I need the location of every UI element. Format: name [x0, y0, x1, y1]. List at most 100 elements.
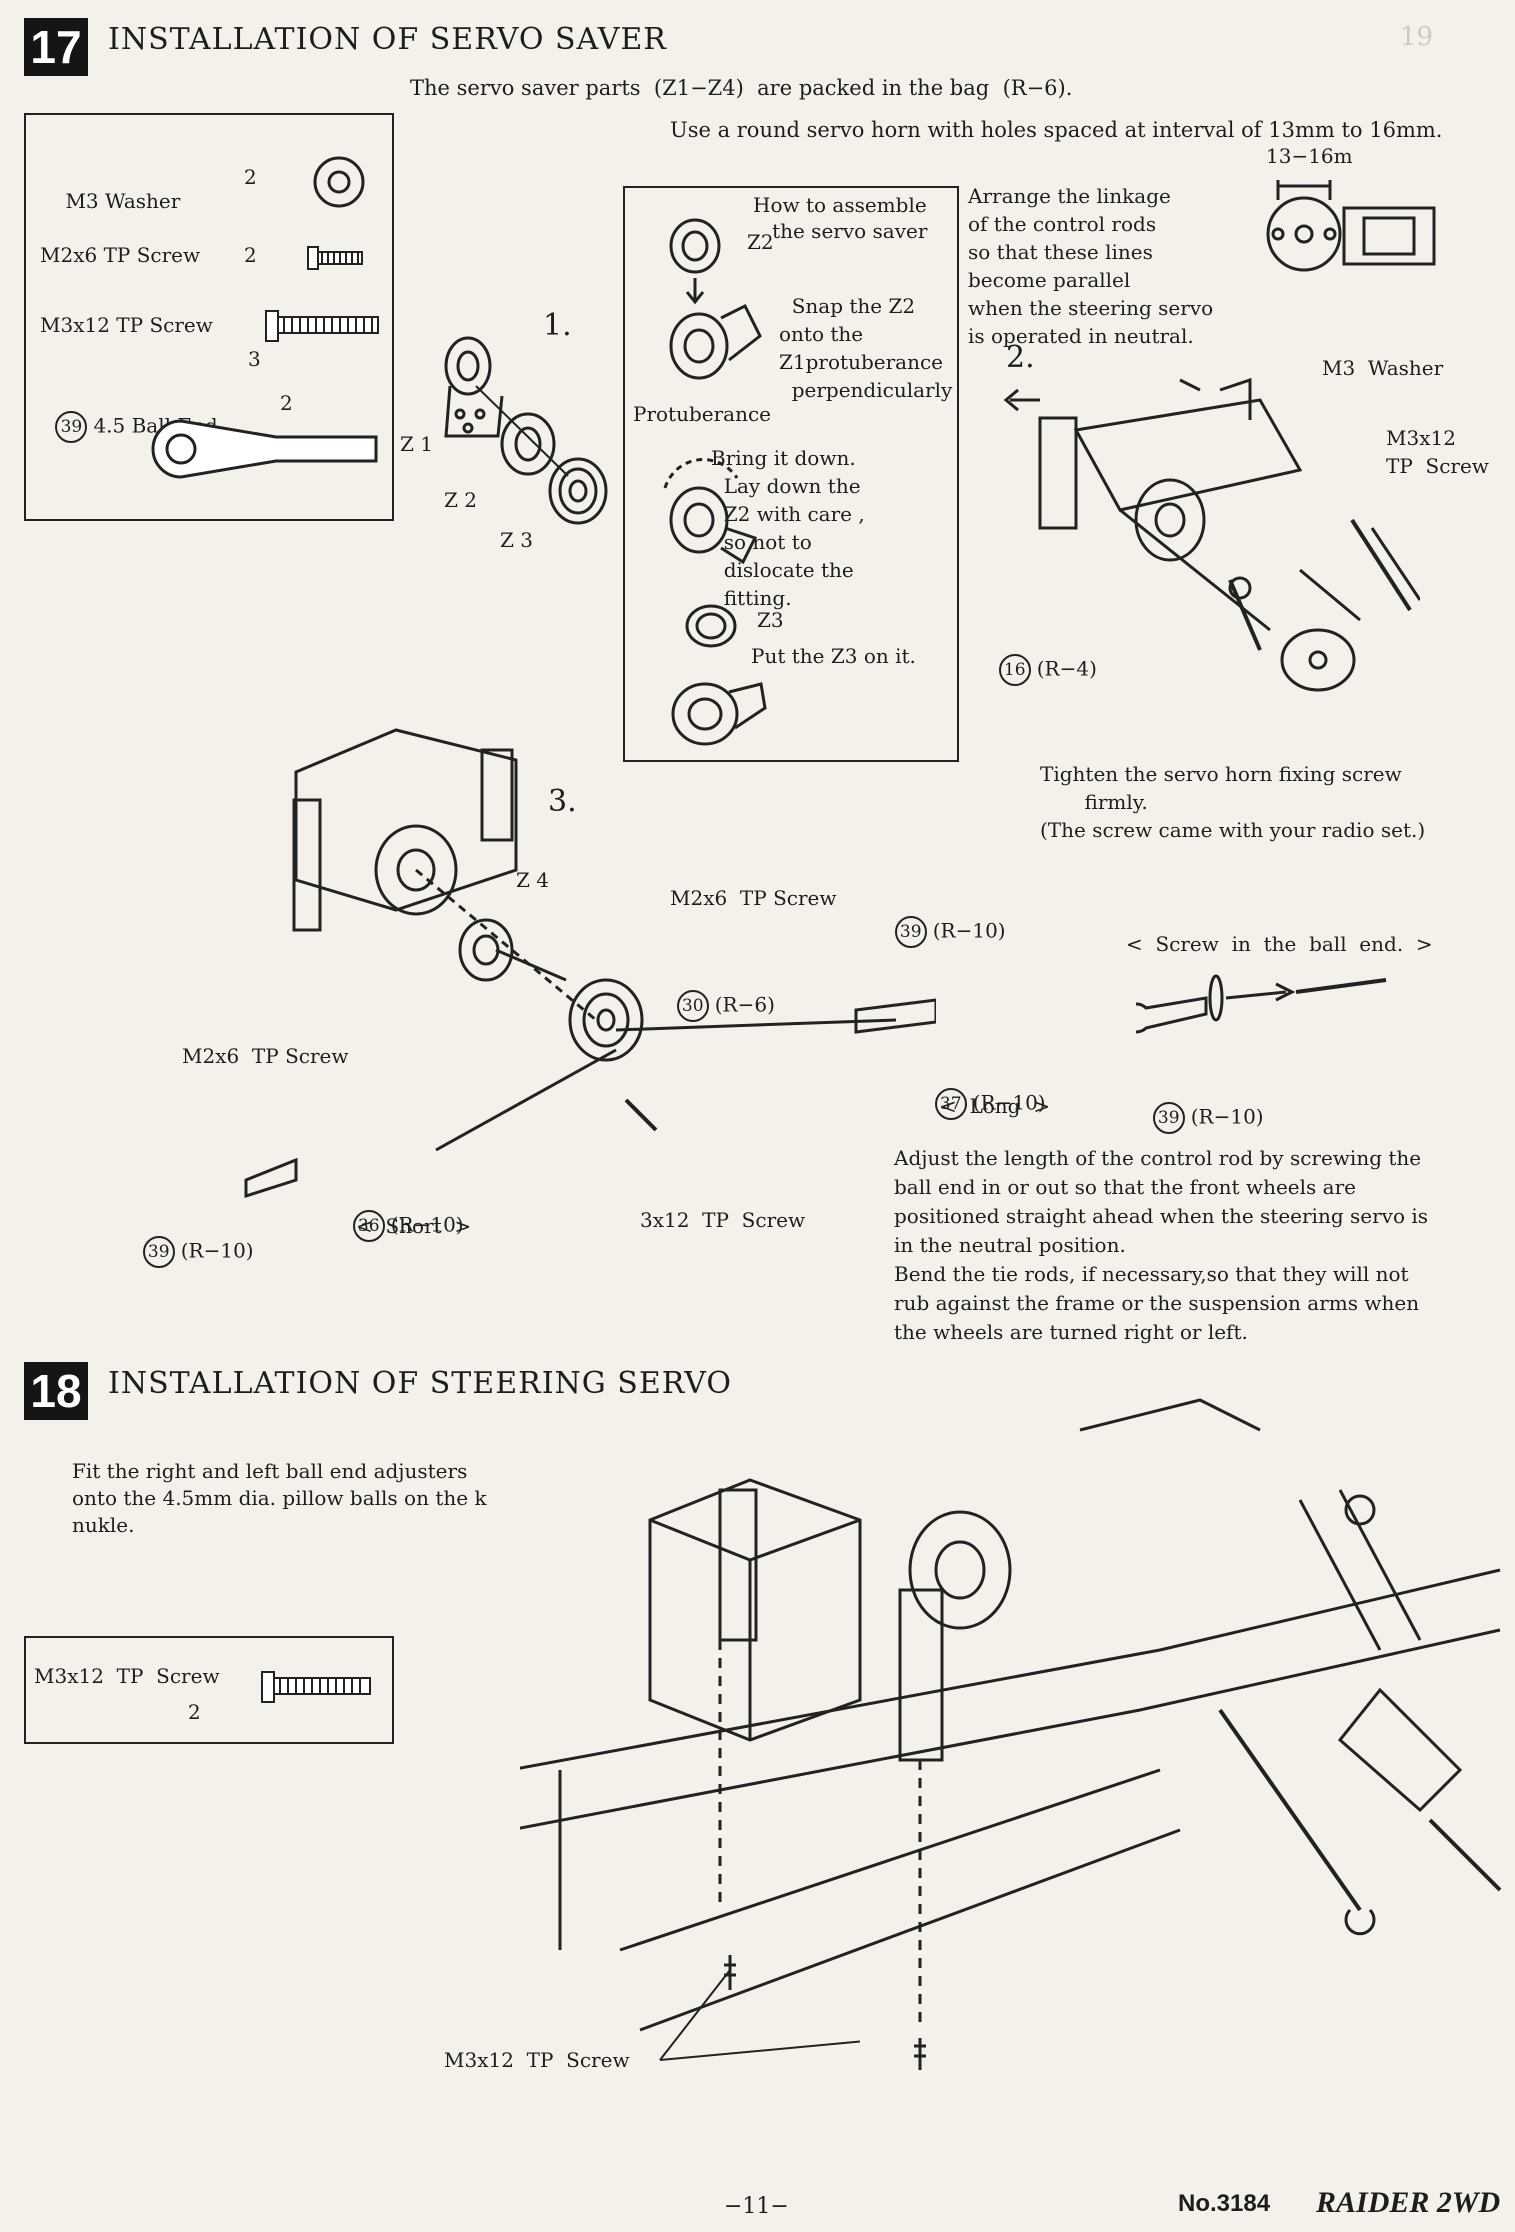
section-18-badge: 18: [24, 1362, 88, 1420]
ref-39-b: 39(R−10): [130, 1212, 254, 1268]
ref-39-circle: 39: [142, 1236, 175, 1268]
servo-body-icon: [292, 728, 518, 932]
part-name: M2x6 TP Screw: [40, 243, 201, 267]
z2-icon: [669, 218, 721, 274]
servo-saver-exploded-drawing: [444, 336, 608, 525]
m3x12-screw-callout: M3x12 TP Screw: [444, 2048, 630, 2072]
section-18-intro: Fit the right and left ball end adjuster…: [72, 1459, 487, 1537]
final-assembly-icon: [671, 682, 767, 746]
steering-servo-chassis-drawing: [520, 1398, 1502, 2070]
ref-37: 37(R−10): [922, 1064, 1046, 1120]
shock-absorber-icon: [1079, 1398, 1463, 1813]
ref-30: 30(R−6): [664, 966, 775, 1022]
m3x12-callout: M3x12 TP Screw: [1386, 426, 1489, 478]
m2x6-screw-callout-a: M2x6 TP Screw: [670, 886, 837, 910]
z3-label: Z 3: [500, 528, 533, 552]
ref-36-circle: 36: [352, 1210, 385, 1242]
bleed-through-text: 19: [1400, 22, 1434, 52]
inset-z2-label: Z2: [747, 230, 774, 254]
parts-box-17: M3 Washer 2 M2x6 TP Screw 2 M3x12 TP Scr…: [24, 113, 394, 521]
ref-16-circle: 16: [998, 654, 1031, 686]
tie-rod-line: [1218, 1708, 1362, 1912]
saver-assembly-icon: [568, 978, 644, 1062]
ref-39-bag: (R−10): [180, 1238, 254, 1263]
tighten-horn-note: Tighten the servo horn fixing screw firm…: [1040, 762, 1426, 842]
long-screw-icon: [265, 310, 379, 342]
part-m3-washer: M3 Washer: [40, 165, 180, 237]
washer-icon: [313, 156, 365, 208]
bring-down-instruction: Bring it down. Lay down the Z2 with care…: [711, 446, 865, 610]
part-qty: 3: [248, 347, 261, 371]
step-1-label: 1.: [543, 308, 572, 343]
put-z3-instruction: Put the Z3 on it.: [751, 644, 916, 668]
z3-part-icon: [548, 457, 608, 525]
ball-end-icon: [151, 419, 378, 479]
part-qty: 2: [244, 243, 257, 267]
ref-16-bag: (R−4): [1036, 656, 1097, 681]
inset-drawings: [663, 218, 767, 746]
part-name: M3x12 TP Screw: [34, 1664, 220, 1688]
ref-16: 16(R−4): [986, 630, 1097, 686]
howto-title: How to assemble the servo saver: [753, 193, 928, 243]
parts-box-18: M3x12 TP Screw 2: [24, 1636, 394, 1744]
arrange-linkage-note: Arrange the linkage of the control rods …: [968, 184, 1214, 348]
servo-block-icon: [648, 1478, 1012, 1762]
z2-part-icon: [500, 412, 556, 476]
long-rod-line: [615, 1018, 897, 1032]
protuberance-label: Protuberance: [633, 402, 772, 426]
screw-in-ball-end-note: < Screw in the ball end. >: [1126, 932, 1433, 956]
ref-36: 36(R−10): [340, 1186, 464, 1242]
screw-callout-lines: [659, 1969, 860, 2061]
down-arrow-icon: [685, 278, 705, 305]
laid-down-icon: [663, 458, 758, 565]
assembly-inset-box: How to assemble the servo saver Z2 Snap …: [623, 186, 959, 762]
tp-screw-3x12-callout: 3x12 TP Screw: [640, 1208, 806, 1232]
part-name: M3 Washer: [65, 189, 181, 213]
model-name: RAIDER 2WD: [1316, 2186, 1501, 2219]
part-name: M3x12 TP Screw: [40, 313, 213, 337]
adjust-rod-instructions: Adjust the length of the control rod by …: [894, 1146, 1429, 1344]
ref-39-a: 39(R−10): [882, 892, 1006, 948]
ref-39-c: 39(R−10): [1140, 1078, 1264, 1134]
long-rod-label: < Long >: [940, 1094, 1050, 1118]
ref-37-bag: (R−10): [972, 1090, 1046, 1115]
ref-30-bag: (R−6): [714, 992, 775, 1017]
inset-z3-label: Z3: [757, 608, 784, 632]
servo-saver-install-drawing: [244, 728, 936, 1199]
assembly-axis-line: [475, 385, 569, 477]
ref-30-circle: 30: [676, 990, 709, 1022]
short-rod-label: < Short >: [356, 1214, 472, 1238]
step-2-label: 2.: [1006, 340, 1035, 375]
part-ref-circle: 39: [55, 411, 88, 443]
long-screw-icon: [261, 1671, 371, 1703]
z1-label: Z 1: [400, 432, 433, 456]
servo-horn-note: Use a round servo horn with holes spaced…: [670, 118, 1443, 142]
section-18-title: INSTALLATION OF STEERING SERVO: [108, 1366, 732, 1401]
part-qty: 2: [244, 165, 257, 189]
z3-icon: [685, 604, 737, 648]
ref-39-bag: (R−10): [1190, 1104, 1264, 1129]
m3-washer-callout: M3 Washer: [1322, 356, 1444, 380]
m2x6-screw-callout-b: M2x6 TP Screw: [182, 1044, 349, 1068]
ref-36-bag: (R−10): [390, 1212, 464, 1237]
section-17-badge: 17: [24, 18, 88, 76]
z1-z2-assembly-icon: [669, 303, 762, 380]
model-number: No.3184: [1178, 2190, 1271, 2217]
z1-part-icon: [444, 336, 504, 438]
hole-spacing-label: 13−16m: [1266, 144, 1353, 168]
snap-instruction: Snap the Z2 onto the Z1protuberance perp…: [779, 294, 953, 402]
short-screw-icon: [307, 246, 363, 270]
part-qty: 2: [280, 391, 293, 415]
ball-end-screw-in-drawing: [1136, 974, 1387, 1034]
servo-saver-parts-note: The servo saver parts (Z1−Z4) are packed…: [410, 76, 1073, 100]
section-17-title: INSTALLATION OF SERVO SAVER: [108, 22, 667, 57]
ref-39-circle: 39: [894, 916, 927, 948]
ref-39-bag: (R−10): [932, 918, 1006, 943]
step-3-label: 3.: [548, 784, 577, 819]
ref-37-circle: 37: [934, 1088, 967, 1120]
page-number: −11−: [724, 2194, 789, 2219]
servo-horn-spacing-drawing: [1266, 180, 1436, 272]
servo-mount-step2-drawing: [1003, 377, 1420, 692]
z4-label: Z 4: [516, 868, 549, 892]
parts-drawings: [151, 156, 379, 479]
